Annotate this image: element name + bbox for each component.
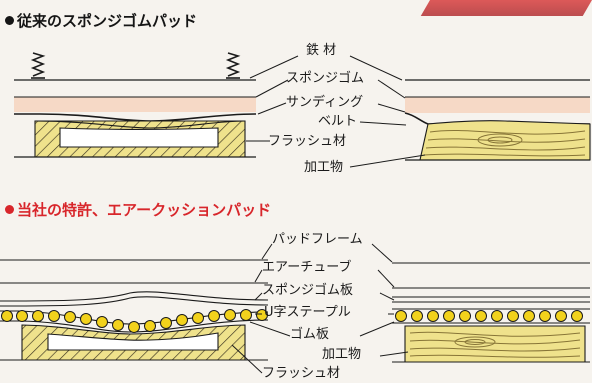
sponge-rubber-layer — [14, 97, 256, 112]
flush-panel-hollow — [59, 127, 219, 148]
section2-title: 当社の特許、エアークッションパッド — [5, 201, 271, 219]
wood-grain-lines — [409, 331, 581, 358]
flush-panel-hollow — [47, 332, 219, 351]
label-u-staple: U字ステープル — [264, 305, 351, 320]
bullet-dot-icon — [5, 16, 14, 25]
label-sanding: サンディング — [286, 95, 364, 110]
section1-title: 従来のスポンジゴムパッド — [5, 12, 197, 30]
label-rubber-plate: ゴム板 — [290, 327, 330, 342]
section1-left-diagram — [14, 52, 257, 158]
spring-icon — [30, 52, 46, 79]
label-workpiece: 加工物 — [304, 160, 344, 175]
label-workpiece: 加工物 — [322, 347, 362, 362]
label-belt: ベルト — [318, 114, 358, 129]
bullet-dot-icon — [5, 205, 14, 214]
section1-title-text: 従来のスポンジゴムパッド — [17, 12, 198, 30]
wood-grain-lines — [423, 129, 586, 157]
label-sponge-rubber-plate: スポンジゴム板 — [262, 283, 354, 298]
section2-right-diagram — [392, 262, 590, 363]
label-flush-material: フラッシュ材 — [268, 134, 347, 149]
sanding-belt-line — [14, 113, 257, 122]
label-iron-material: 鉄 材 — [306, 43, 337, 58]
label-sponge-rubber: スポンジゴム — [286, 71, 365, 86]
label-air-tube: エアーチューブ — [262, 260, 352, 275]
section1-right-diagram — [404, 79, 591, 161]
section2-leader-lines — [231, 243, 409, 374]
spring-icon — [225, 52, 241, 79]
section2-left-diagram — [0, 259, 269, 361]
label-flush-material: フラッシュ材 — [262, 366, 341, 381]
u-staple-dots — [395, 310, 583, 322]
label-pad-frame: パッドフレーム — [272, 232, 363, 247]
u-staple-dots — [1, 309, 268, 333]
section1-leader-lines — [246, 55, 426, 168]
section2-title-text: 当社の特許、エアークッションパッド — [17, 201, 272, 219]
